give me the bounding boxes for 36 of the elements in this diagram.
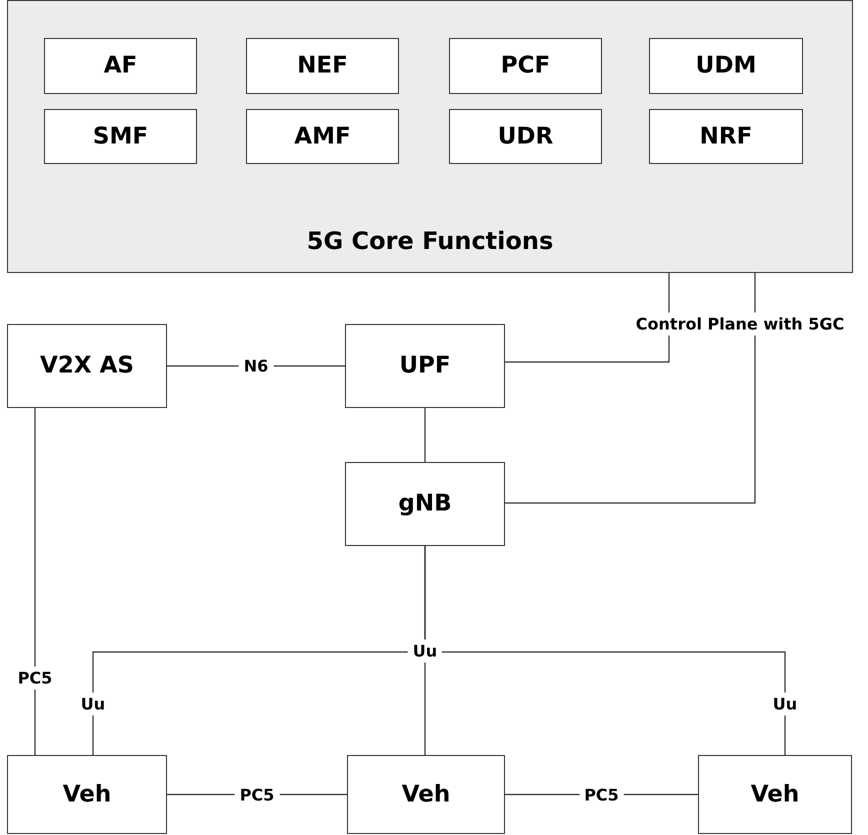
function-box	[44, 38, 197, 94]
edge-label: Uu	[408, 639, 442, 662]
box-label: PCF	[500, 52, 552, 80]
function-box	[246, 38, 399, 94]
box-label: UDM	[694, 52, 758, 80]
connector-line	[424, 546, 786, 755]
box-label: Veh	[750, 780, 800, 809]
function-box	[345, 324, 505, 408]
box-label: UDR	[496, 122, 554, 151]
function-box	[649, 38, 803, 94]
box-label: V2X AS	[39, 352, 135, 380]
group-panel	[7, 0, 853, 273]
function-box	[649, 109, 803, 164]
function-box	[44, 109, 197, 164]
box-label: SMF	[92, 122, 150, 151]
connector-line	[424, 408, 426, 462]
function-box	[698, 755, 852, 834]
function-box	[345, 462, 505, 546]
group-title: 5G Core Functions	[306, 226, 554, 256]
connector-line	[505, 273, 756, 504]
box-label: Veh	[62, 780, 112, 809]
box-label: AF	[102, 52, 138, 80]
function-box	[449, 109, 602, 164]
function-box	[347, 755, 505, 834]
box-label: NRF	[698, 122, 754, 151]
box-label: Veh	[400, 780, 452, 809]
connector-line	[34, 408, 36, 755]
function-box	[246, 109, 399, 164]
box-label: UPF	[398, 352, 452, 380]
box-label: NEF	[296, 52, 349, 80]
function-box	[449, 38, 602, 94]
function-box	[7, 324, 167, 408]
function-box	[7, 755, 167, 834]
connector-line	[505, 273, 670, 363]
box-label: AMF	[293, 122, 352, 151]
box-label: gNB	[397, 490, 453, 518]
